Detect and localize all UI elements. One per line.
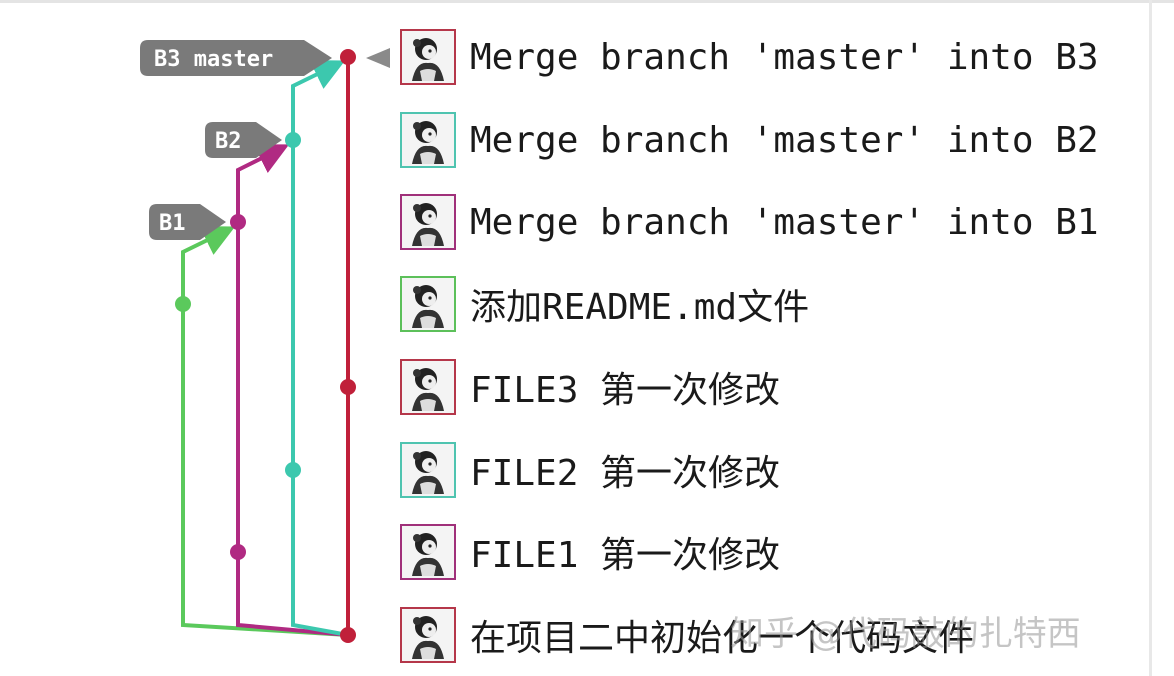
commit-message: FILE3 第一次修改	[470, 370, 781, 411]
commit-row[interactable]: FILE3 第一次修改	[400, 357, 780, 417]
commit-row[interactable]: 在项目二中初始化一个代码文件	[400, 605, 974, 665]
cartoon-avatar-icon	[402, 114, 454, 166]
cartoon-avatar-icon	[402, 278, 454, 330]
avatar	[400, 194, 456, 250]
commit-dot[interactable]	[285, 462, 301, 478]
commit-message: Merge branch 'master' into B1	[470, 201, 1099, 243]
commit-message: 添加README.md文件	[470, 287, 810, 328]
avatar	[400, 276, 456, 332]
avatar	[400, 524, 456, 580]
commit-row[interactable]: Merge branch 'master' into B2	[400, 110, 1099, 170]
avatar	[400, 607, 456, 663]
cartoon-avatar-icon	[402, 361, 454, 413]
commit-dot[interactable]	[340, 379, 356, 395]
commit-row[interactable]: Merge branch 'master' into B1	[400, 192, 1099, 252]
branch-line-green	[181, 226, 349, 637]
branch-line-b2	[291, 60, 349, 637]
branch-label-b1[interactable]: B1	[149, 204, 226, 240]
commit-dot[interactable]	[230, 544, 246, 560]
commit-row[interactable]: FILE2 第一次修改	[400, 440, 780, 500]
cartoon-avatar-icon	[402, 444, 454, 496]
svg-text:B2: B2	[215, 129, 242, 154]
commit-message: 在项目二中初始化一个代码文件	[470, 618, 975, 659]
right-divider	[1149, 0, 1152, 676]
commit-message: FILE1 第一次修改	[470, 535, 781, 576]
commit-dot[interactable]	[340, 627, 356, 643]
top-divider	[0, 0, 1174, 3]
avatar	[400, 442, 456, 498]
commit-dot[interactable]	[175, 296, 191, 312]
branch-line-b1	[236, 144, 349, 637]
svg-text:B1: B1	[159, 211, 186, 236]
cartoon-avatar-icon	[402, 31, 454, 83]
branch-label-b2[interactable]: B2	[205, 122, 282, 158]
avatar	[400, 359, 456, 415]
avatar	[400, 112, 456, 168]
commit-dot[interactable]	[230, 214, 246, 230]
commit-row[interactable]: FILE1 第一次修改	[400, 522, 780, 582]
cartoon-avatar-icon	[402, 196, 454, 248]
commit-row[interactable]: 添加README.md文件	[400, 274, 809, 334]
commit-message: Merge branch 'master' into B2	[470, 119, 1099, 161]
commit-row[interactable]: Merge branch 'master' into B3	[400, 27, 1099, 87]
commit-dot[interactable]	[340, 49, 356, 65]
cartoon-avatar-icon	[402, 609, 454, 661]
watermark: 知乎 @代码敲的扎特西	[730, 614, 1081, 654]
triangle-left-icon	[366, 48, 390, 68]
commit-message: Merge branch 'master' into B3	[470, 36, 1099, 78]
cartoon-avatar-icon	[402, 526, 454, 578]
commit-message: FILE2 第一次修改	[470, 453, 781, 494]
commit-dot[interactable]	[285, 132, 301, 148]
avatar	[400, 29, 456, 85]
svg-text:B3 master: B3 master	[154, 47, 273, 72]
commit-graph: B3 master B2 B1	[140, 40, 390, 643]
branch-label-b3-master[interactable]: B3 master	[140, 40, 332, 76]
